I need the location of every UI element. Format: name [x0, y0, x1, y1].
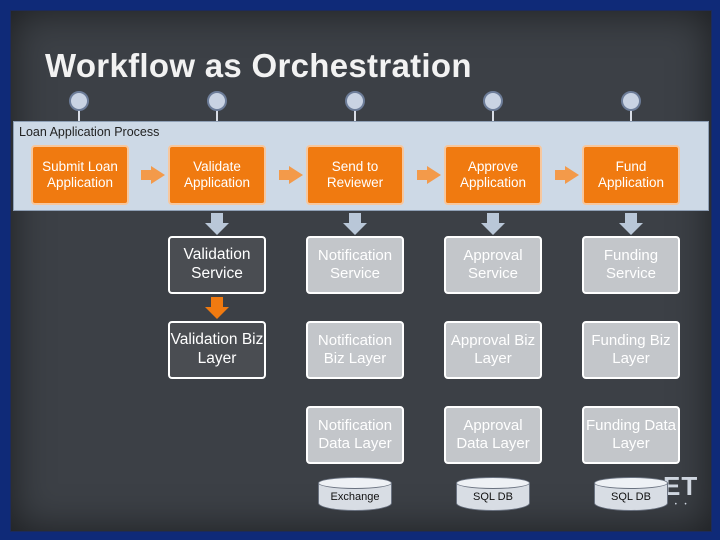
- funding-biz-layer: Funding Biz Layer: [582, 321, 680, 379]
- database-top: [318, 477, 392, 489]
- arrow-down-icon: [343, 213, 367, 235]
- arrow-down-icon: [481, 213, 505, 235]
- pin-line: [216, 103, 218, 129]
- datastore-exchange: Exchange: [318, 477, 392, 513]
- database-top: [456, 477, 530, 489]
- notification-data-layer: Notification Data Layer: [306, 406, 404, 464]
- approval-data-layer: Approval Data Layer: [444, 406, 542, 464]
- datastore-sql-db: SQL DB: [594, 477, 668, 513]
- arrow-down-icon: [205, 213, 229, 235]
- funding-service: Funding Service: [582, 236, 680, 294]
- arrow-down-icon: [619, 213, 643, 235]
- datastore-label: SQL DB: [611, 491, 651, 503]
- pin-head-icon: [207, 91, 227, 111]
- step-fund-application: Fund Application: [582, 145, 680, 205]
- arrow-right-icon: [417, 166, 441, 184]
- pin-head-icon: [483, 91, 503, 111]
- funding-data-layer: Funding Data Layer: [582, 406, 680, 464]
- pin-head-icon: [69, 91, 89, 111]
- validation-service: Validation Service: [168, 236, 266, 294]
- arrow-right-icon: [141, 166, 165, 184]
- step-submit-loan-application: Submit Loan Application: [31, 145, 129, 205]
- approval-biz-layer: Approval Biz Layer: [444, 321, 542, 379]
- step-validate-application: Validate Application: [168, 145, 266, 205]
- logo-mark: • • •: [665, 502, 690, 508]
- validation-biz-layer: Validation Biz Layer: [168, 321, 266, 379]
- notification-biz-layer: Notification Biz Layer: [306, 321, 404, 379]
- pin-line: [354, 103, 356, 129]
- pin-line: [630, 103, 632, 129]
- arrow-right-icon: [279, 166, 303, 184]
- step-send-to-reviewer: Send to Reviewer: [306, 145, 404, 205]
- pin-line: [78, 103, 80, 129]
- pin-head-icon: [621, 91, 641, 111]
- approval-service: Approval Service: [444, 236, 542, 294]
- datastore-label: SQL DB: [473, 491, 513, 503]
- slide-title: Workflow as Orchestration: [45, 47, 472, 84]
- logo: ET: [663, 471, 699, 501]
- pin-head-icon: [345, 91, 365, 111]
- arrow-down-icon: [205, 297, 229, 319]
- datastore-label: Exchange: [330, 491, 380, 503]
- step-approve-application: Approve Application: [444, 145, 542, 205]
- arrow-right-icon: [555, 166, 579, 184]
- pin-line: [492, 103, 494, 129]
- database-top: [594, 477, 668, 489]
- datastore-sql-db: SQL DB: [456, 477, 530, 513]
- slide: Workflow as Orchestration Loan Applicati…: [10, 10, 712, 532]
- process-label: Loan Application Process: [19, 125, 160, 139]
- notification-service: Notification Service: [306, 236, 404, 294]
